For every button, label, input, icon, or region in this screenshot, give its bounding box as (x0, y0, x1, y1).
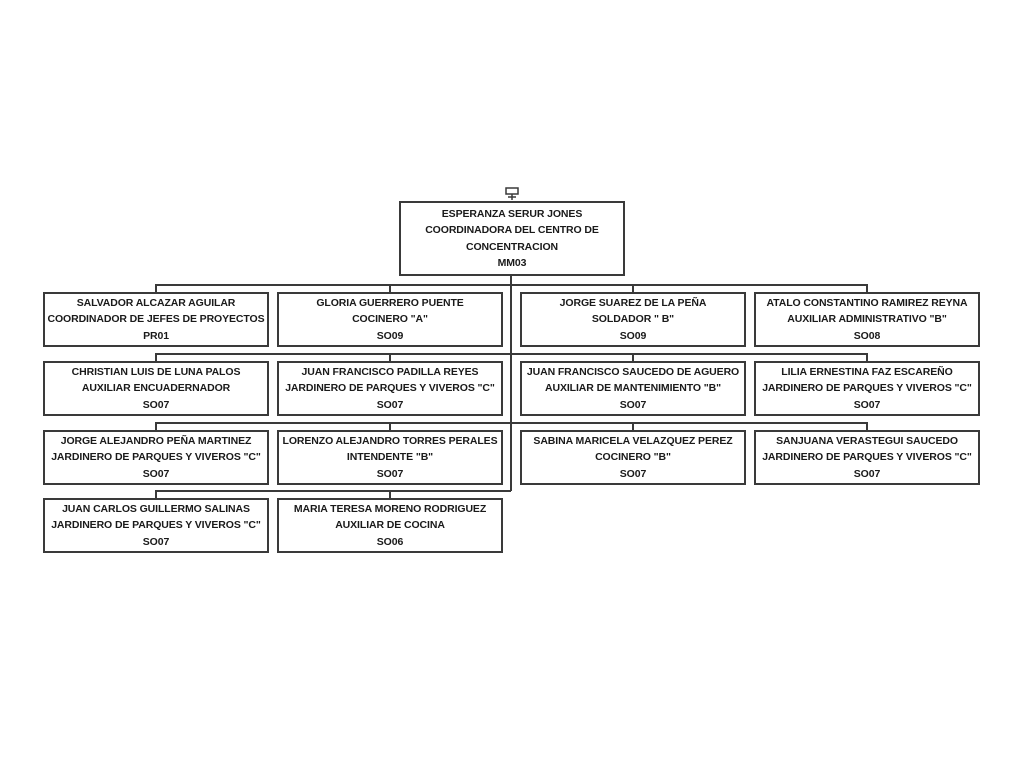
spine-line (510, 276, 512, 491)
position-box[interactable]: LORENZO ALEJANDRO TORRES PERALES INTENDEN… (277, 430, 503, 485)
position-code: SO07 (619, 467, 647, 480)
drop-line (155, 284, 157, 292)
job-title: AUXILIAR ENCUADERNADOR (81, 382, 231, 395)
position-box[interactable]: SABINA MARICELA VELAZQUEZ PEREZ COCINERO … (520, 430, 746, 485)
row-bar-line (156, 284, 867, 286)
person-name: ATALO CONSTANTINO RAMIREZ REYNA (766, 296, 968, 309)
root-position-box[interactable]: ESPERANZA SERUR JONES COORDINADORA DEL C… (399, 201, 625, 276)
drop-line (866, 284, 868, 292)
position-box[interactable]: JORGE ALEJANDRO PEÑA MARTINEZ JARDINERO D… (43, 430, 269, 485)
person-name: JUAN FRANCISCO PADILLA REYES (301, 365, 479, 378)
root-code: MM03 (497, 257, 527, 269)
position-box[interactable]: MARIA TERESA MORENO RODRIGUEZ AUXILIAR DE… (277, 498, 503, 553)
position-code: SO09 (619, 329, 647, 342)
job-title: AUXILIAR DE COCINA (335, 519, 445, 532)
person-name: LORENZO ALEJANDRO TORRES PERALES (282, 434, 498, 447)
person-name: SALVADOR ALCAZAR AGUILAR (76, 296, 236, 309)
position-box[interactable]: JUAN FRANCISCO PADILLA REYES JARDINERO DE… (277, 361, 503, 416)
collapse-tree-icon[interactable] (505, 187, 519, 201)
job-title: AUXILIAR ADMINISTRATIVO "B" (787, 313, 947, 326)
position-code: SO06 (376, 535, 404, 548)
position-code: SO07 (142, 398, 170, 411)
person-name: JORGE ALEJANDRO PEÑA MARTINEZ (60, 434, 252, 447)
drop-line (389, 284, 391, 292)
root-name: ESPERANZA SERUR JONES (441, 207, 583, 220)
drop-line (632, 353, 634, 361)
job-title: COCINERO "A" (352, 313, 428, 326)
row-bar-line (156, 490, 511, 492)
person-name: SANJUANA VERASTEGUI SAUCEDO (776, 434, 958, 447)
position-box[interactable]: ATALO CONSTANTINO RAMIREZ REYNA AUXILIAR … (754, 292, 980, 347)
position-code: PR01 (143, 329, 169, 342)
job-title: JARDINERO DE PARQUES Y VIVEROS "C" (762, 382, 972, 395)
drop-line (155, 353, 157, 361)
person-name: JUAN CARLOS GUILLERMO SALINAS (62, 502, 250, 515)
row-bar-line (156, 422, 867, 424)
position-code: SO07 (142, 467, 170, 480)
drop-line (866, 422, 868, 430)
drop-line (389, 422, 391, 430)
drop-line (632, 284, 634, 292)
position-box[interactable]: JUAN FRANCISCO SAUCEDO DE AGUERO AUXILIAR… (520, 361, 746, 416)
position-box[interactable]: LILIA ERNESTINA FAZ ESCAREÑO JARDINERO DE… (754, 361, 980, 416)
row-bar-line (156, 353, 867, 355)
position-code: SO07 (142, 535, 170, 548)
job-title: JARDINERO DE PARQUES Y VIVEROS "C" (285, 382, 495, 395)
position-box[interactable]: SANJUANA VERASTEGUI SAUCEDO JARDINERO DE … (754, 430, 980, 485)
person-name: JUAN FRANCISCO SAUCEDO DE AGUERO (526, 365, 740, 378)
position-code: SO09 (376, 329, 404, 342)
job-title: INTENDENTE "B" (346, 451, 434, 464)
position-code: SO07 (376, 467, 404, 480)
job-title: COORDINADOR DE JEFES DE PROYECTOS (47, 313, 265, 326)
position-box[interactable]: CHRISTIAN LUIS DE LUNA PALOS AUXILIAR ENC… (43, 361, 269, 416)
person-name: MARIA TERESA MORENO RODRIGUEZ (293, 502, 487, 515)
job-title: JARDINERO DE PARQUES Y VIVEROS "C" (762, 451, 972, 464)
job-title: JARDINERO DE PARQUES Y VIVEROS "C" (51, 451, 261, 464)
person-name: SABINA MARICELA VELAZQUEZ PEREZ (533, 434, 733, 447)
root-title-line2: CONCENTRACION (465, 240, 559, 253)
person-name: LILIA ERNESTINA FAZ ESCAREÑO (781, 365, 953, 378)
job-title: JARDINERO DE PARQUES Y VIVEROS "C" (51, 519, 261, 532)
job-title: COCINERO "B" (595, 451, 671, 464)
position-code: SO07 (853, 398, 881, 411)
drop-line (155, 422, 157, 430)
job-title: AUXILIAR DE MANTENIMIENTO "B" (544, 382, 722, 395)
drop-line (155, 490, 157, 498)
person-name: CHRISTIAN LUIS DE LUNA PALOS (71, 365, 241, 378)
drop-line (389, 353, 391, 361)
root-title-line1: COORDINADORA DEL CENTRO DE (425, 224, 599, 236)
drop-line (389, 490, 391, 498)
drop-line (866, 353, 868, 361)
position-box[interactable]: GLORIA GUERRERO PUENTE COCINERO "A" SO09 (277, 292, 503, 347)
position-code: SO07 (376, 398, 404, 411)
position-code: SO07 (853, 467, 881, 480)
position-box[interactable]: JORGE SUAREZ DE LA PEÑA SOLDADOR " B" SO09 (520, 292, 746, 347)
position-code: SO08 (853, 329, 881, 342)
person-name: GLORIA GUERRERO PUENTE (316, 296, 464, 309)
person-name: JORGE SUAREZ DE LA PEÑA (559, 296, 707, 309)
drop-line (632, 422, 634, 430)
position-code: SO07 (619, 398, 647, 411)
position-box[interactable]: JUAN CARLOS GUILLERMO SALINAS JARDINERO D… (43, 498, 269, 553)
job-title: SOLDADOR " B" (591, 313, 675, 326)
position-box[interactable]: SALVADOR ALCAZAR AGUILAR COORDINADOR DE J… (43, 292, 269, 347)
